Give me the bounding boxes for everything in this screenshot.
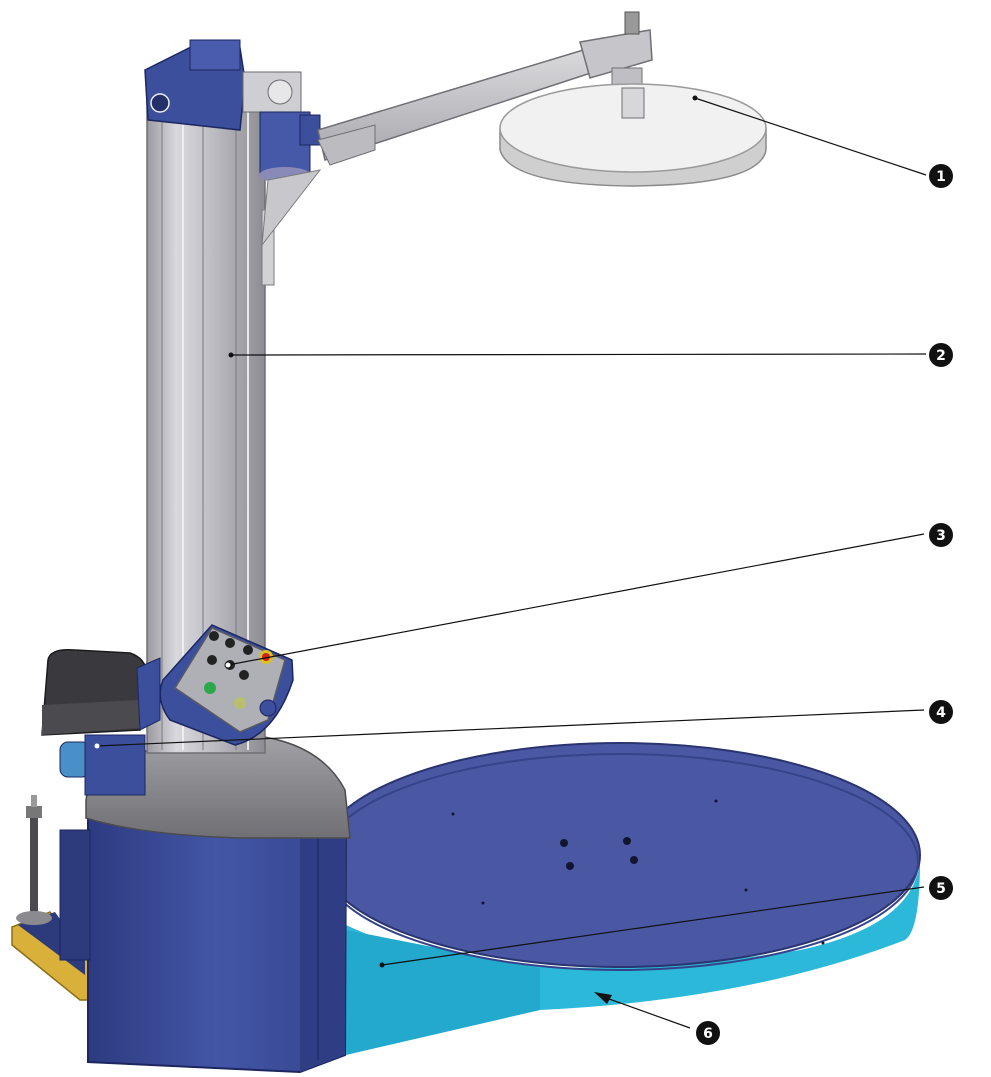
callout-marker-4: 4 xyxy=(929,700,953,724)
arrow-head-6 xyxy=(594,992,612,1004)
callout-marker-5: 5 xyxy=(929,876,953,900)
callout-number-1: 1 xyxy=(936,169,946,185)
film-carriage xyxy=(41,648,161,796)
turntable-base-block xyxy=(346,930,540,1055)
leader-line-5 xyxy=(381,886,925,966)
base-housing xyxy=(59,734,351,1074)
top-motor-unit xyxy=(144,39,322,247)
leader-line-1 xyxy=(694,97,927,176)
callout-marker-3: 3 xyxy=(929,523,953,547)
leader-line-3 xyxy=(227,533,925,666)
callout-number-6: 6 xyxy=(703,1026,713,1042)
callout-marker-2: 2 xyxy=(929,343,953,367)
turntable-top xyxy=(319,742,921,968)
callout-number-2: 2 xyxy=(936,348,946,364)
top-arm xyxy=(317,11,653,166)
callout-number-4: 4 xyxy=(936,705,946,721)
callout-number-3: 3 xyxy=(936,528,946,544)
callout-marker-1: 1 xyxy=(929,164,953,188)
leader-line-2 xyxy=(230,353,927,356)
control-panel xyxy=(159,624,294,746)
callout-leaders xyxy=(96,97,927,1029)
control-panel-buttons xyxy=(204,631,273,709)
turntable-holes xyxy=(451,799,825,945)
callout-number-5: 5 xyxy=(936,881,946,897)
turntable xyxy=(319,742,921,1055)
leader-endpoints xyxy=(94,95,698,1004)
callout-marker-6: 6 xyxy=(696,1021,720,1045)
leader-line-6 xyxy=(597,994,691,1029)
leader-line-4 xyxy=(96,709,925,747)
top-pressure-plate xyxy=(499,83,767,187)
